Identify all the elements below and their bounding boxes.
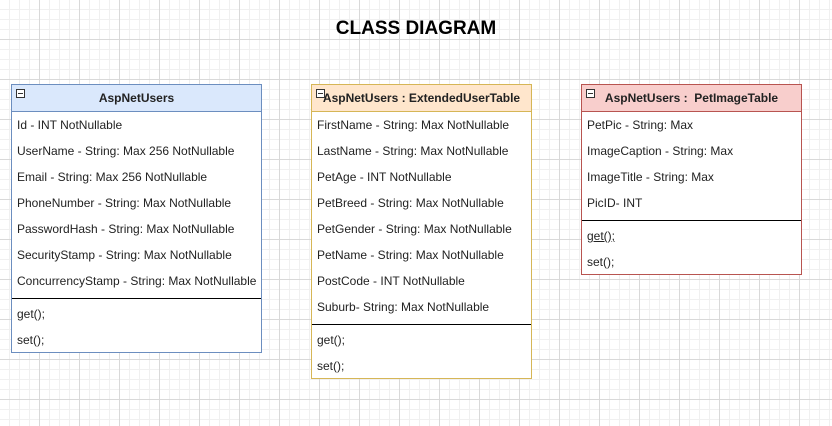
class-petimagetable[interactable]: AspNetUsers : PetImageTable PetPic - Str… [581, 84, 802, 275]
class-name: AspNetUsers [98, 91, 175, 105]
class-field[interactable]: ImageTitle - String: Max [587, 170, 714, 184]
class-field[interactable]: PetPic - String: Max [587, 118, 694, 132]
class-method[interactable]: set(); [317, 359, 345, 373]
divider [312, 324, 531, 325]
class-method[interactable]: set(); [587, 255, 615, 269]
collapse-icon[interactable] [316, 89, 325, 98]
class-field[interactable]: PetAge - INT NotNullable [317, 170, 452, 184]
class-field[interactable]: FirstName - String: Max NotNullable [317, 118, 510, 132]
class-extendedusertable[interactable]: AspNetUsers : ExtendedUserTable FirstNam… [311, 84, 532, 379]
class-field[interactable]: ConcurrencyStamp - String: Max NotNullab… [17, 274, 257, 288]
class-aspnetusers[interactable]: AspNetUsers Id - INT NotNullable UserNam… [11, 84, 262, 353]
class-method[interactable]: get(); [587, 229, 616, 243]
divider [12, 298, 261, 299]
class-field[interactable]: Email - String: Max 256 NotNullable [17, 170, 208, 184]
class-field[interactable]: PasswordHash - String: Max NotNullable [17, 222, 235, 236]
class-field[interactable]: PostCode - INT NotNullable [317, 274, 465, 288]
class-name: AspNetUsers : PetImageTable [604, 91, 779, 105]
class-method[interactable]: get(); [317, 333, 346, 347]
class-header[interactable]: AspNetUsers [12, 85, 261, 112]
class-field[interactable]: PhoneNumber - String: Max NotNullable [17, 196, 232, 210]
class-field[interactable]: ImageCaption - String: Max [587, 144, 734, 158]
class-method[interactable]: get(); [17, 307, 46, 321]
class-field[interactable]: PetGender - String: Max NotNullable [317, 222, 512, 236]
class-field[interactable]: UserName - String: Max 256 NotNullable [17, 144, 235, 158]
class-name: AspNetUsers : ExtendedUserTable [322, 91, 521, 105]
class-header[interactable]: AspNetUsers : ExtendedUserTable [312, 85, 531, 112]
class-field[interactable]: SecurityStamp - String: Max NotNullable [17, 248, 232, 262]
divider [582, 220, 801, 221]
class-header[interactable]: AspNetUsers : PetImageTable [582, 85, 801, 112]
class-field[interactable]: LastName - String: Max NotNullable [317, 144, 509, 158]
class-field[interactable]: Suburb- String: Max NotNullable [317, 300, 490, 314]
class-method[interactable]: set(); [17, 333, 45, 347]
collapse-icon[interactable] [16, 89, 25, 98]
class-field[interactable]: PetName - String: Max NotNullable [317, 248, 504, 262]
collapse-icon[interactable] [586, 89, 595, 98]
class-field[interactable]: PicID- INT [587, 196, 643, 210]
diagram-title: CLASS DIAGRAM [335, 18, 497, 39]
class-field[interactable]: Id - INT NotNullable [17, 118, 123, 132]
class-field[interactable]: PetBreed - String: Max NotNullable [317, 196, 504, 210]
